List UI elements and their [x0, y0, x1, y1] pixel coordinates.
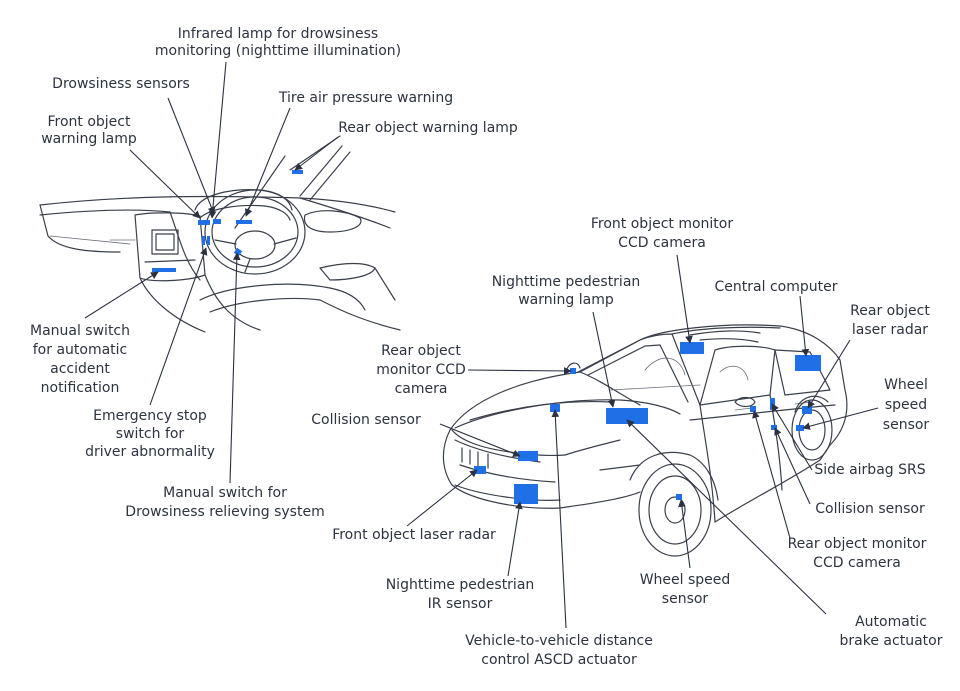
label-line: warning lamp	[518, 292, 614, 308]
label-line: monitor CCD	[376, 362, 466, 378]
label-vehicle-distance-actuator: Vehicle-to-vehicle distance control ASCD …	[465, 633, 653, 668]
label-line: CCD camera	[618, 235, 706, 251]
label-line: Infrared lamp for drowsiness	[178, 26, 378, 42]
label-line: switch for	[116, 426, 185, 442]
label-line: Nighttime pedestrian	[492, 274, 641, 290]
label-line: brake actuator	[840, 633, 943, 649]
label-line: Drowsiness sensors	[52, 76, 190, 92]
label-line: Collision sensor	[815, 501, 925, 517]
label-emergency-stop-switch: Emergency stop switch for driver abnormali…	[85, 408, 215, 460]
emergency-stop-switch-component	[202, 236, 205, 245]
label-central-computer: Central computer	[715, 279, 838, 295]
label-rear-object-warning-lamp: Rear object warning lamp	[338, 120, 518, 136]
wheel-speed-sensor-front-component	[676, 494, 682, 500]
label-line: accident	[50, 361, 110, 377]
central-computer-component	[795, 355, 821, 371]
label-line: camera	[395, 381, 448, 397]
label-collision-sensor-side: Collision sensor	[815, 501, 925, 517]
label-line: speed	[885, 397, 927, 413]
dashboard-components	[152, 170, 303, 272]
label-front-object-laser-radar: Front object laser radar	[332, 527, 496, 543]
label-line: Front object	[47, 114, 131, 130]
label-line: monitoring (nighttime illumination)	[155, 43, 401, 59]
label-line: Front object monitor	[591, 216, 733, 232]
rear-object-monitor-ccd-left-component	[570, 368, 576, 374]
label-line: Rear object	[850, 303, 930, 319]
emergency-stop-switch-component-2	[207, 236, 210, 245]
label-rear-object-laser-radar: Rear object laser radar	[850, 303, 930, 338]
label-line: IR sensor	[428, 596, 493, 612]
tire-air-pressure-component	[236, 220, 252, 224]
label-line: warning lamp	[41, 131, 137, 147]
label-nighttime-pedestrian-ir: Nighttime pedestrian IR sensor	[386, 577, 535, 612]
rear-object-monitor-ccd-right-component	[750, 406, 756, 412]
label-line: Front object laser radar	[332, 527, 496, 543]
front-object-ccd-camera-component	[680, 342, 704, 354]
label-line: Wheel	[884, 377, 928, 393]
wheel-speed-sensor-rear-component	[796, 425, 804, 431]
label-line: Tire air pressure warning	[278, 90, 453, 106]
label-line: driver abnormality	[85, 444, 215, 460]
label-automatic-brake-actuator: Automatic brake actuator	[840, 614, 943, 649]
leader-lines	[84, 61, 879, 629]
collision-sensor-side-component	[771, 425, 777, 430]
label-line: Drowsiness relieving system	[125, 504, 324, 520]
label-line: for automatic	[33, 342, 128, 358]
nighttime-pedestrian-ir-component	[514, 484, 538, 504]
label-line: Rear object	[381, 343, 461, 359]
car-illustration	[442, 324, 848, 557]
front-object-laser-radar-component	[474, 466, 486, 474]
label-line: control ASCD actuator	[481, 652, 637, 668]
label-line: Nighttime pedestrian	[386, 577, 535, 593]
label-line: Collision sensor	[311, 412, 421, 428]
label-tire-air-pressure: Tire air pressure warning	[278, 90, 453, 106]
label-line: sensor	[883, 417, 930, 433]
label-line: CCD camera	[813, 555, 901, 571]
label-wheel-speed-sensor-rear: Wheel speed sensor	[883, 377, 930, 433]
rear-object-warning-lamp-component	[292, 170, 303, 174]
manual-notification-switch-component	[152, 268, 176, 272]
label-line: Vehicle-to-vehicle distance	[465, 633, 653, 649]
label-line: Wheel speed	[640, 572, 731, 588]
vehicle-distance-actuator-component	[550, 404, 560, 412]
label-line: Manual switch	[30, 323, 130, 339]
label-wheel-speed-sensor-front: Wheel speed sensor	[640, 572, 731, 607]
label-line: Central computer	[715, 279, 838, 295]
collision-sensor-front-component	[518, 451, 538, 461]
label-line: Rear object monitor	[788, 536, 927, 552]
label-line: Automatic	[855, 614, 927, 630]
label-line: Rear object warning lamp	[338, 120, 518, 136]
infrared-lamp-component	[213, 219, 221, 224]
label-side-airbag: Side airbag SRS	[814, 462, 925, 478]
label-line: Manual switch for	[163, 485, 287, 501]
label-line: laser radar	[852, 322, 928, 338]
nighttime-pedestrian-lamp-component	[606, 408, 648, 424]
label-collision-sensor-front: Collision sensor	[311, 412, 421, 428]
label-nighttime-pedestrian-lamp: Nighttime pedestrian warning lamp	[492, 274, 641, 308]
label-drowsiness-sensors: Drowsiness sensors	[52, 76, 190, 92]
label-line: sensor	[662, 591, 709, 607]
dashboard-interior-illustration	[39, 135, 401, 333]
label-rear-object-monitor-ccd-left: Rear object monitor CCD camera	[376, 343, 466, 397]
label-line: Emergency stop	[93, 408, 207, 424]
car-components	[474, 342, 821, 504]
label-line: Side airbag SRS	[814, 462, 925, 478]
label-line: notification	[41, 380, 120, 396]
label-manual-switch-notification: Manual switch for automatic accident notifi…	[30, 323, 130, 396]
front-object-warning-lamp-component	[198, 220, 210, 225]
rear-object-laser-radar-component	[802, 406, 812, 414]
